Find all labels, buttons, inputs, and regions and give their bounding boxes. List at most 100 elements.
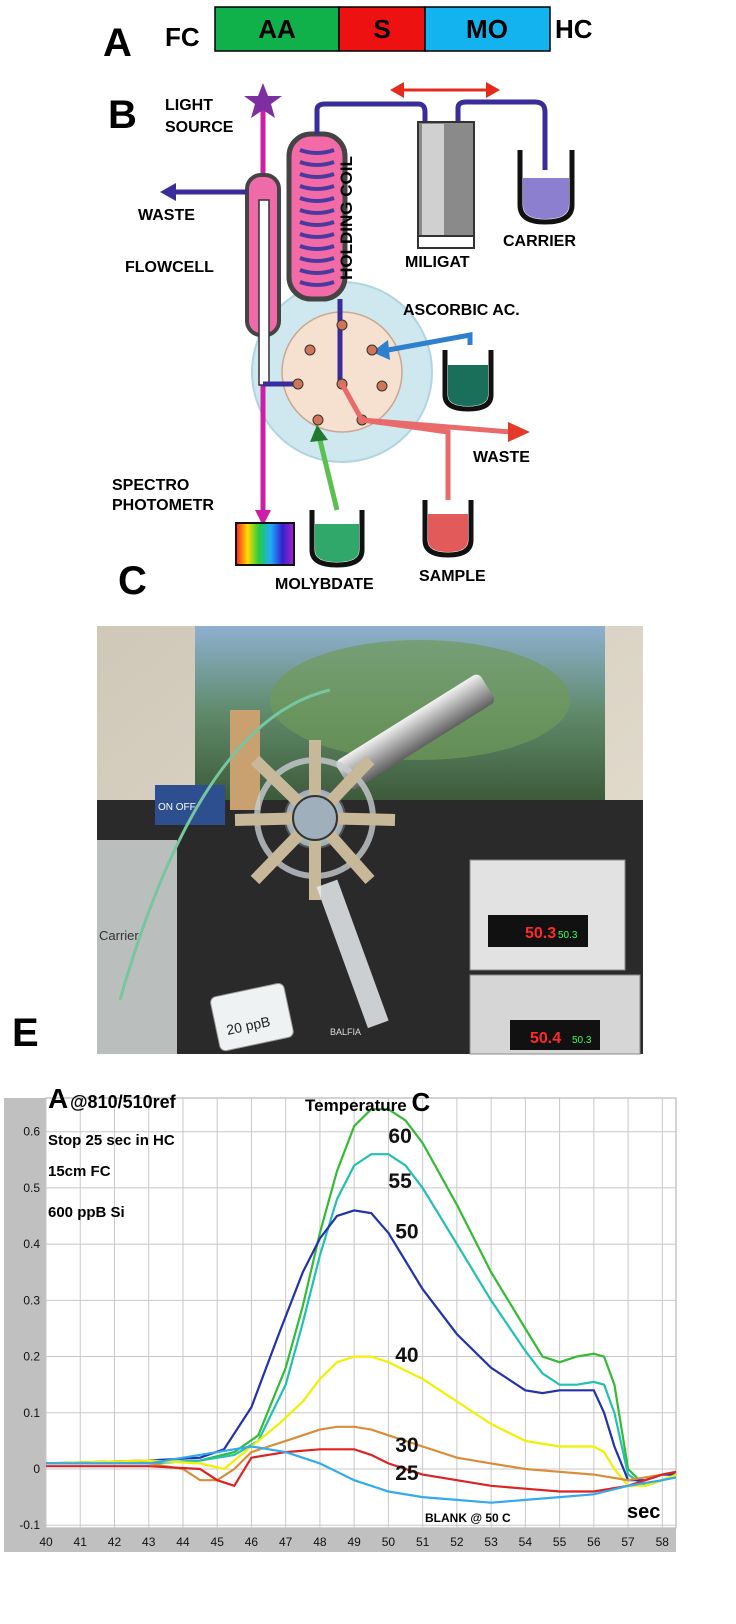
series-line-60 <box>46 1108 677 1488</box>
y-ticks: -0.100.10.20.30.40.50.6 <box>19 1125 40 1532</box>
molybdate-liquid <box>315 524 359 562</box>
y-axis-strip <box>4 1098 46 1528</box>
series-line-30 <box>46 1425 677 1482</box>
tube-molybdate <box>317 439 340 511</box>
x-tick-label: 44 <box>176 1535 190 1549</box>
waste-right-arrow-icon <box>508 422 530 442</box>
legend-title: Temperature C <box>305 1087 430 1117</box>
segment-mo <box>424 6 551 52</box>
series-label-25: 25 <box>395 1462 419 1485</box>
manifold-diagram: HOLDING COIL <box>112 82 576 593</box>
panel-a-hc-label: HC <box>555 14 593 44</box>
valve-port <box>312 414 324 426</box>
segment-aa <box>214 6 340 52</box>
panel-label-a: A <box>103 21 132 65</box>
series-label-55: 55 <box>388 1170 412 1193</box>
molybdate-arrow-icon <box>310 425 328 442</box>
series-lines <box>45 1108 677 1504</box>
valve-center <box>292 795 338 841</box>
panel-label-e: E <box>12 1011 39 1055</box>
flowcell-label: FLOWCELL <box>125 259 214 276</box>
valve-port <box>292 378 304 390</box>
painting-trees <box>270 640 570 760</box>
y-tick-label: 0.4 <box>23 1237 40 1251</box>
series-line-50 <box>45 1209 676 1482</box>
valve-port <box>336 319 348 331</box>
x-tick-label: 41 <box>74 1535 88 1549</box>
y-tick-label: 0.2 <box>23 1350 40 1364</box>
x-tick-label: 48 <box>313 1535 327 1549</box>
waste-top-arrow-icon <box>160 183 176 201</box>
molybdate-label: MOLYBDATE <box>275 576 374 593</box>
coil-windings <box>299 148 335 287</box>
x-tick-label: 56 <box>587 1535 601 1549</box>
y-tick-label: 0.1 <box>23 1406 40 1420</box>
series-labels: 60 55 50 40 30 25 <box>388 1125 419 1485</box>
x-tick-label: 58 <box>656 1535 670 1549</box>
light-source-label-1: LIGHT <box>165 97 213 114</box>
series-line-25 <box>46 1448 677 1493</box>
segment-s <box>338 6 426 52</box>
x-tick-label: 50 <box>382 1535 396 1549</box>
x-axis-strip <box>4 1528 676 1552</box>
footnote: BLANK @ 50 C <box>425 1511 511 1525</box>
series-label-50: 50 <box>395 1221 418 1244</box>
x-tick-label: 43 <box>142 1535 156 1549</box>
panel-label-b: B <box>108 93 137 137</box>
spectro-label-2: PHOTOMETR <box>112 497 214 514</box>
on-off-label: ON OFF <box>158 802 196 813</box>
waste-right-label: WASTE <box>473 449 530 466</box>
x-tick-label: 57 <box>621 1535 635 1549</box>
series-label-60: 60 <box>388 1125 411 1148</box>
tube-sample <box>339 382 451 500</box>
carrier-liquid <box>523 178 569 219</box>
series-label-30: 30 <box>395 1434 418 1457</box>
spectrophotometer <box>235 522 295 566</box>
green-tubing <box>118 688 331 1001</box>
y-label-rest: @810/510ref <box>70 1092 177 1112</box>
flowcell-tube <box>258 199 270 386</box>
series-label-40: 40 <box>395 1344 418 1367</box>
syringe <box>316 879 389 1029</box>
grid <box>45 1098 676 1528</box>
star-icon <box>244 83 282 118</box>
spectro-label-1: SPECTRO <box>112 477 189 494</box>
holding-coil-label: HOLDING COIL <box>337 156 356 280</box>
x-axis-label: sec <box>627 1501 660 1523</box>
brand-text: BALFIA <box>330 1027 361 1037</box>
sample-reservoir <box>422 500 474 558</box>
y-label-big: A <box>48 1083 68 1114</box>
y-tick-label: 0 <box>33 1462 40 1476</box>
valve-port <box>304 344 316 356</box>
x-tick-label: 49 <box>347 1535 361 1549</box>
miligat-highlight <box>422 124 444 235</box>
y-tick-label: -0.1 <box>19 1518 40 1532</box>
arrow-left-icon <box>390 82 404 98</box>
waste-top-label: WASTE <box>138 207 195 224</box>
display-top <box>488 915 588 947</box>
annotation-1: Stop 25 sec in HC <box>48 1132 175 1149</box>
tube-waste-right <box>361 417 511 435</box>
sample-label: SAMPLE <box>419 568 486 585</box>
tube-coil-miligat <box>314 101 428 134</box>
x-tick-label: 40 <box>39 1535 53 1549</box>
y-tick-label: 0.5 <box>23 1181 40 1195</box>
miligat-base <box>417 235 475 249</box>
x-tick-label: 42 <box>108 1535 122 1549</box>
panel-label-c: C <box>118 559 147 603</box>
light-arrow-icon <box>255 510 271 526</box>
readout-top-small: 50.3 <box>558 930 578 941</box>
segment-mo-label: MO <box>466 14 508 44</box>
readout-bottom-small: 50.3 <box>572 1035 592 1046</box>
x-tick-label: 53 <box>484 1535 498 1549</box>
sample-vial: 20 ppB <box>210 982 294 1052</box>
readout-bottom: 50.4 <box>530 1030 561 1047</box>
ascorbic-reservoir <box>442 350 494 412</box>
ascorbic-liquid <box>448 365 488 406</box>
arrow-right-icon <box>486 82 500 98</box>
x-tick-label: 52 <box>450 1535 464 1549</box>
series-line-blank <box>46 1445 677 1504</box>
